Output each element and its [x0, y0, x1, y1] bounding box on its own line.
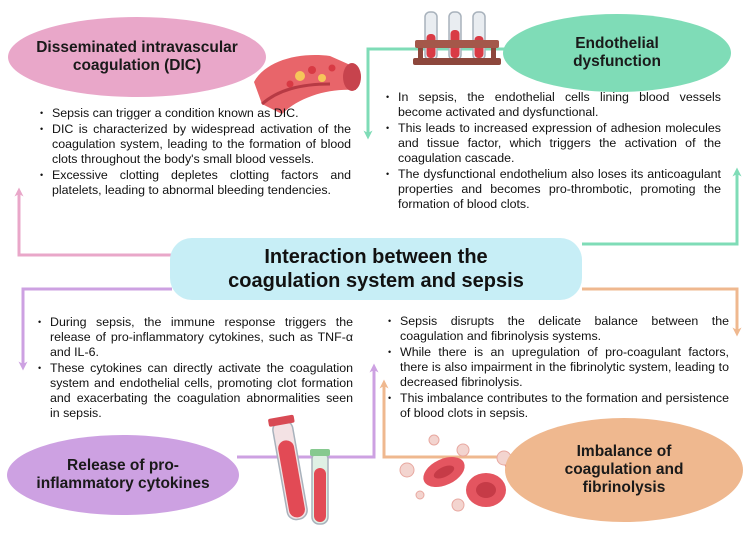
- arrow-purple-center: [18, 287, 172, 371]
- bullet-item: In sepsis, the endothelial cells lining …: [383, 90, 721, 120]
- endothelial-title-line2: dysfunction: [573, 53, 661, 70]
- fibrinolysis-title-line1: Imbalance of: [576, 442, 672, 460]
- test-tubes-icon: [268, 414, 330, 525]
- dic-heading: Disseminated intravascular coagulation (…: [8, 17, 266, 97]
- dic-title-line1: Disseminated intravascular: [36, 38, 238, 56]
- fibrinolysis-heading: Imbalance of coagulation and fibrinolysi…: [505, 418, 743, 522]
- dic-bullet-list: Sepsis can trigger a condition known as …: [37, 106, 351, 199]
- bullet-item: Sepsis can trigger a condition known as …: [37, 106, 351, 121]
- bullet-item: During sepsis, the immune response trigg…: [35, 315, 353, 360]
- bullet-item: While there is an upregulation of pro-co…: [385, 345, 729, 390]
- bullet-item: Excessive clotting depletes clotting fac…: [37, 168, 351, 198]
- bullet-item: These cytokines can directly activate th…: [35, 361, 353, 421]
- bullet-item: The dysfunctional endothelium also loses…: [383, 167, 721, 212]
- bullet-item: This leads to increased expression of ad…: [383, 121, 721, 166]
- cytokines-title-line1: Release of pro-: [67, 456, 179, 474]
- center-title-line1: Interaction between the: [264, 245, 488, 268]
- dic-title-line2: coagulation (DIC): [72, 57, 202, 74]
- arrow-orange-center: [582, 287, 742, 337]
- arrow-green-center: [582, 167, 742, 246]
- blood-vessel-icon: [254, 55, 361, 114]
- fibrinolysis-bullet-list: Sepsis disrupts the delicate balance bet…: [385, 314, 729, 422]
- cytokines-heading: Release of pro- inflammatory cytokines: [7, 435, 239, 515]
- arrow-pink-dic: [14, 187, 172, 257]
- cytokines-bullet-list: During sepsis, the immune response trigg…: [35, 315, 353, 422]
- endothelial-title-line1: Endothelial: [575, 34, 659, 52]
- center-title-line2: coagulation system and sepsis: [228, 270, 524, 292]
- bullet-item: DIC is characterized by widespread activ…: [37, 122, 351, 167]
- test-tube-rack-icon: [413, 11, 501, 65]
- arrow-orange-fibrinolysis: [379, 379, 508, 459]
- fibrinolysis-title-line2: coagulation and: [564, 460, 684, 478]
- bullet-item: Sepsis disrupts the delicate balance bet…: [385, 314, 729, 344]
- fibrinolysis-title-line3: fibrinolysis: [582, 479, 666, 497]
- center-title-box: Interaction between the coagulation syst…: [170, 238, 582, 300]
- cytokines-title-line2: inflammatory cytokines: [36, 475, 210, 492]
- endothelial-bullet-list: In sepsis, the endothelial cells lining …: [383, 90, 721, 213]
- bullet-item: This imbalance contributes to the format…: [385, 391, 729, 421]
- endothelial-heading: Endothelial dysfunction: [503, 14, 731, 92]
